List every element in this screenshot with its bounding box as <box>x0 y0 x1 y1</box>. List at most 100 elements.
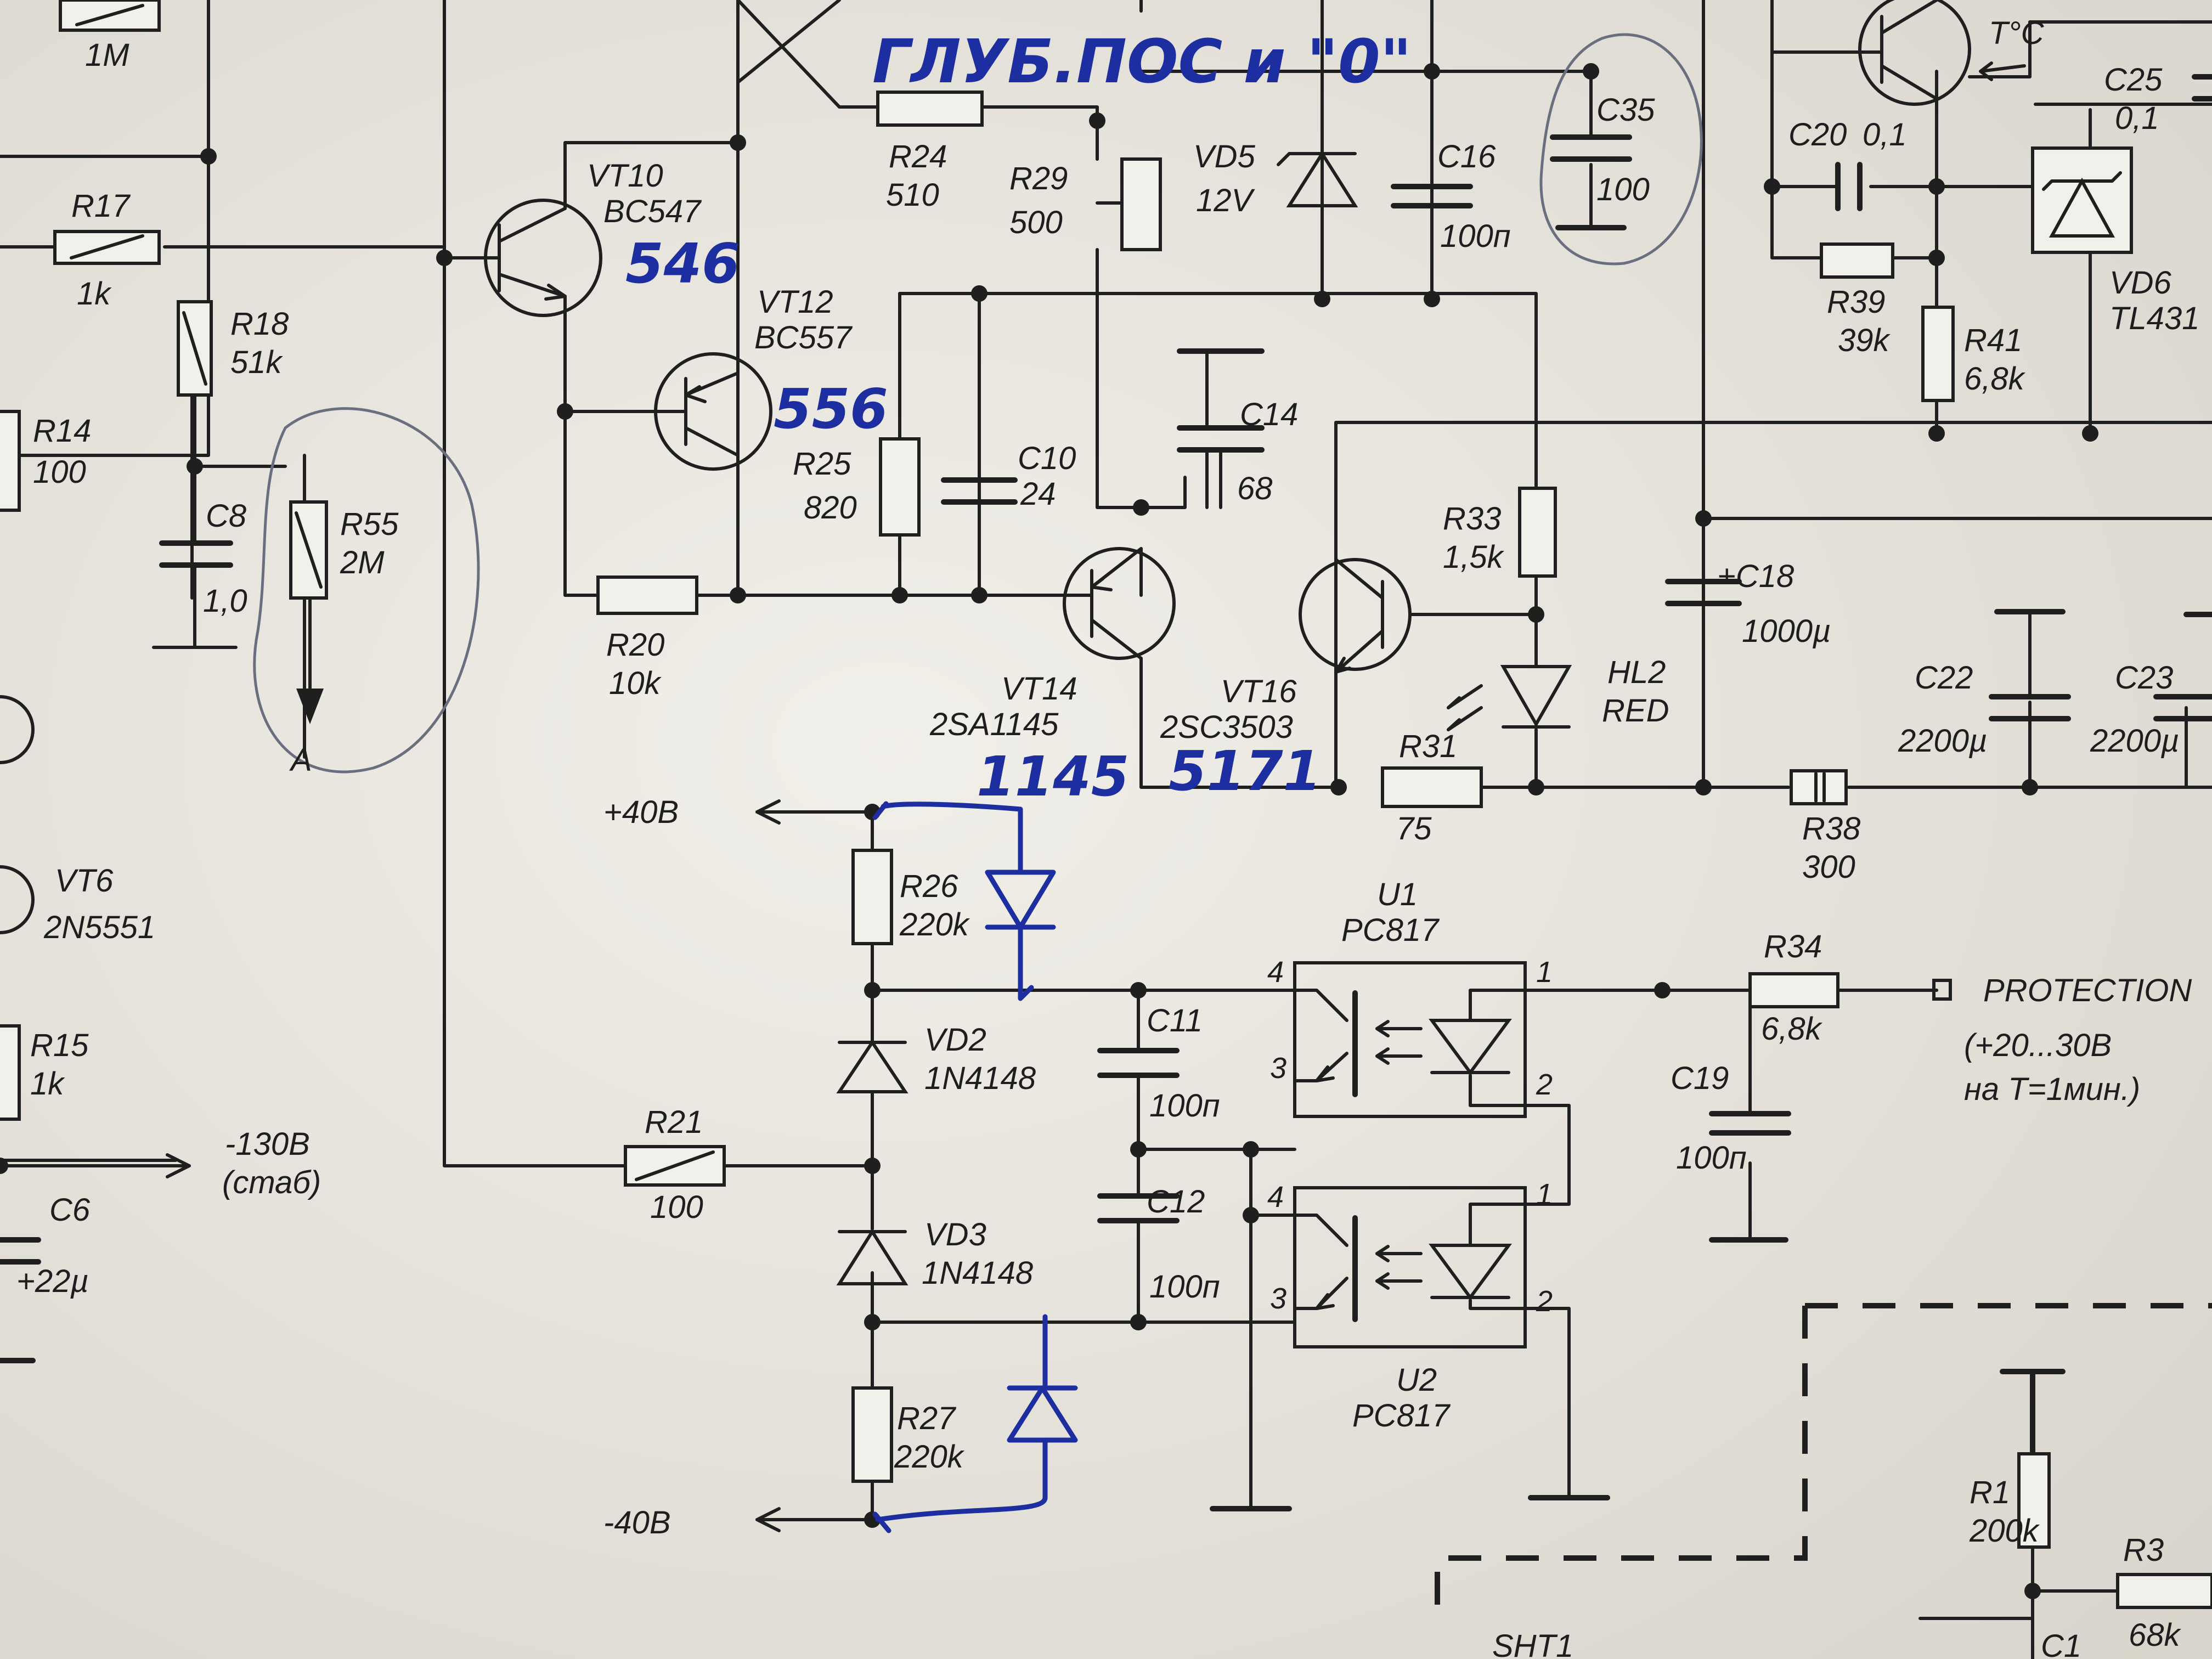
label-r18-ref: R18 <box>230 306 289 342</box>
label-vd6-part: TL431 <box>2109 301 2199 336</box>
label-c14-ref: C14 <box>1240 397 1298 432</box>
capacitor-c35 <box>1550 134 1632 162</box>
label-r24-ref: R24 <box>889 139 947 174</box>
label-r15-ref: R15 <box>30 1028 89 1063</box>
label-vd5-value: 12V <box>1196 183 1256 218</box>
label-vt6-ref: VT6 <box>55 863 114 899</box>
label-r27-ref: R27 <box>897 1401 957 1436</box>
label-r21-ref: R21 <box>645 1104 703 1140</box>
label-plus40: +40В <box>603 794 679 830</box>
label-r26-ref: R26 <box>900 868 958 904</box>
resistor-r20 <box>596 575 698 615</box>
label-minus40: -40В <box>603 1505 671 1541</box>
capacitor-c23 <box>2153 694 2212 721</box>
transistor-vt6 <box>0 865 35 934</box>
label-r39-ref: R39 <box>1827 284 1885 320</box>
resistor-r39 <box>1820 242 1894 279</box>
diode-vd3 <box>836 1228 909 1285</box>
resistor-r29 <box>1120 157 1162 251</box>
label-u1-pin3: 3 <box>1270 1052 1286 1085</box>
label-c12-ref: C12 <box>1147 1184 1205 1220</box>
label-c11-value: 100п <box>1149 1088 1220 1124</box>
pen-additions <box>872 801 1078 1533</box>
label-c8-ref: C8 <box>206 498 246 534</box>
label-r18-value: 51k <box>230 345 284 380</box>
label-vd6-ref: VD6 <box>2109 265 2172 301</box>
capacitor-c16 <box>1391 184 1473 208</box>
label-vt14-part: 2SA1145 <box>929 707 1059 742</box>
label-c20-value: 0,1 <box>1863 117 1907 153</box>
label-r55-value: 2M <box>340 545 385 580</box>
label-r41-ref: R41 <box>1964 323 2022 358</box>
label-c16-value: 100п <box>1440 218 1511 254</box>
optocoupler-u1 <box>1293 961 1527 1118</box>
handwritten-vt16-note: 5171 <box>1169 739 1321 803</box>
label-r21-value: 100 <box>650 1189 703 1225</box>
resistor-r3 <box>2116 1573 2212 1609</box>
diode-vd5 <box>1286 150 1358 207</box>
label-vd2-ref: VD2 <box>924 1022 986 1058</box>
resistor-r41 <box>1921 306 1955 402</box>
pencil-circles <box>253 33 1703 774</box>
label-r14-value: 100 <box>33 454 86 490</box>
label-r34-value: 6,8k <box>1761 1011 1823 1047</box>
protection-terminal <box>1932 979 1952 1001</box>
capacitor-c19 <box>1709 1111 1791 1136</box>
diode-vd2 <box>836 1039 909 1093</box>
label-c14-value: 68 <box>1237 471 1273 506</box>
label-c19-value: 100п <box>1676 1140 1747 1176</box>
label-r31-value: 75 <box>1396 811 1432 847</box>
resistor-r25 <box>879 437 921 537</box>
junctions <box>0 63 2098 1599</box>
label-c18-ref: +C18 <box>1717 558 1794 594</box>
label-vd3-part: 1N4148 <box>922 1255 1033 1291</box>
label-c18-value: 1000µ <box>1742 613 1831 649</box>
capacitor-c18 <box>1665 579 1742 606</box>
ground-bars <box>0 225 2066 1511</box>
capacitors <box>0 74 2212 1265</box>
diode-hl2 <box>1500 665 1572 728</box>
label-r27-value: 220k <box>894 1439 965 1475</box>
label-vt10-ref: VT10 <box>587 158 663 194</box>
label-vt14-ref: VT14 <box>1001 671 1077 707</box>
transistor-vt10 <box>484 199 602 317</box>
label-c23-ref: C23 <box>2115 660 2173 696</box>
arrows <box>0 596 1952 1532</box>
label-1m: 1M <box>85 37 129 73</box>
capacitor-c12 <box>1097 1193 1180 1223</box>
capacitor-c10 <box>941 477 1018 505</box>
label-c22-value: 2200µ <box>1898 723 1987 759</box>
label-c8-value: 1,0 <box>203 583 247 619</box>
label-r15-value: 1k <box>30 1066 65 1102</box>
label-r39-value: 39k <box>1838 323 1891 358</box>
label-r26-value: 220k <box>899 907 970 943</box>
label-vt16-ref: VT16 <box>1221 674 1297 709</box>
transistor-left <box>0 695 35 764</box>
label-hl2-part: RED <box>1602 693 1669 729</box>
label-vd3-ref: VD3 <box>924 1217 986 1252</box>
capacitor-c22 <box>1989 694 2071 721</box>
label-c35-value: 100 <box>1596 172 1650 207</box>
optocoupler-u2 <box>1293 1186 1527 1348</box>
optocouplers <box>1293 961 1527 1348</box>
label-minus130: -130В <box>225 1126 310 1162</box>
label-c10-ref: C10 <box>1018 441 1076 476</box>
label-vt12-part: BC557 <box>754 320 853 356</box>
label-c35-ref: C35 <box>1596 92 1655 128</box>
capacitor-c25 <box>2192 74 2212 101</box>
label-vt12-ref: VT12 <box>757 284 833 320</box>
label-point-a: A <box>289 742 312 778</box>
label-r34-ref: R34 <box>1764 929 1822 964</box>
label-minus130-note: (стаб) <box>222 1165 321 1200</box>
label-c23-value: 2200µ <box>2090 723 2179 759</box>
handwritten-top-note: ГЛУБ.ПОС и "0" <box>872 26 1412 97</box>
label-protection-line2: на T=1мин.) <box>1964 1071 2140 1107</box>
label-u1-pin4: 4 <box>1267 956 1284 989</box>
module-outline <box>1435 1303 2212 1618</box>
label-r20-value: 10k <box>609 665 662 701</box>
handwritten-vt14-note: 1145 <box>977 744 1129 809</box>
label-r29-ref: R29 <box>1009 161 1068 196</box>
label-vd5-ref: VD5 <box>1193 139 1256 174</box>
